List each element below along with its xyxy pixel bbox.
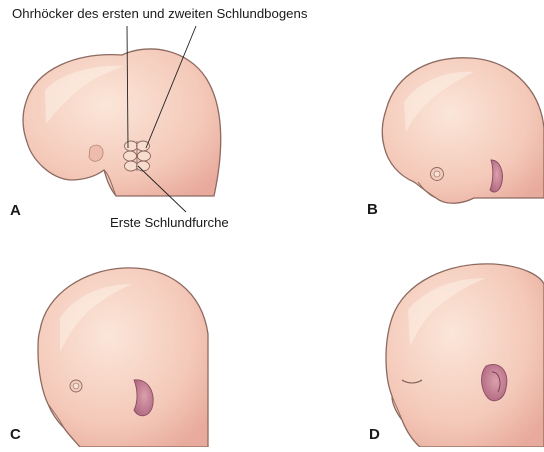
panel-a-embryo-head (23, 26, 221, 212)
panel-d-head-outline (386, 264, 544, 447)
panel-d-ear (482, 364, 507, 400)
panel-label-a: A (10, 202, 21, 219)
panel-d-fetal-head (386, 264, 544, 447)
panel-c-fetal-head (38, 268, 208, 447)
panel-b-eye (431, 168, 444, 181)
panel-a-head-outline (23, 49, 221, 196)
panel-a-eye-spot (89, 145, 103, 161)
panel-label-d: D (369, 426, 380, 443)
panel-b-embryo-head (382, 58, 544, 203)
auricular-hillocks-label: Ohrhöcker des ersten und zweiten Schlund… (12, 6, 307, 21)
panel-c-head-outline (38, 268, 208, 447)
panel-label-b: B (367, 201, 378, 218)
panel-label-c: C (10, 426, 21, 443)
first-pharyngeal-groove-label: Erste Schlundfurche (110, 215, 229, 230)
panel-c-eye (70, 380, 82, 392)
